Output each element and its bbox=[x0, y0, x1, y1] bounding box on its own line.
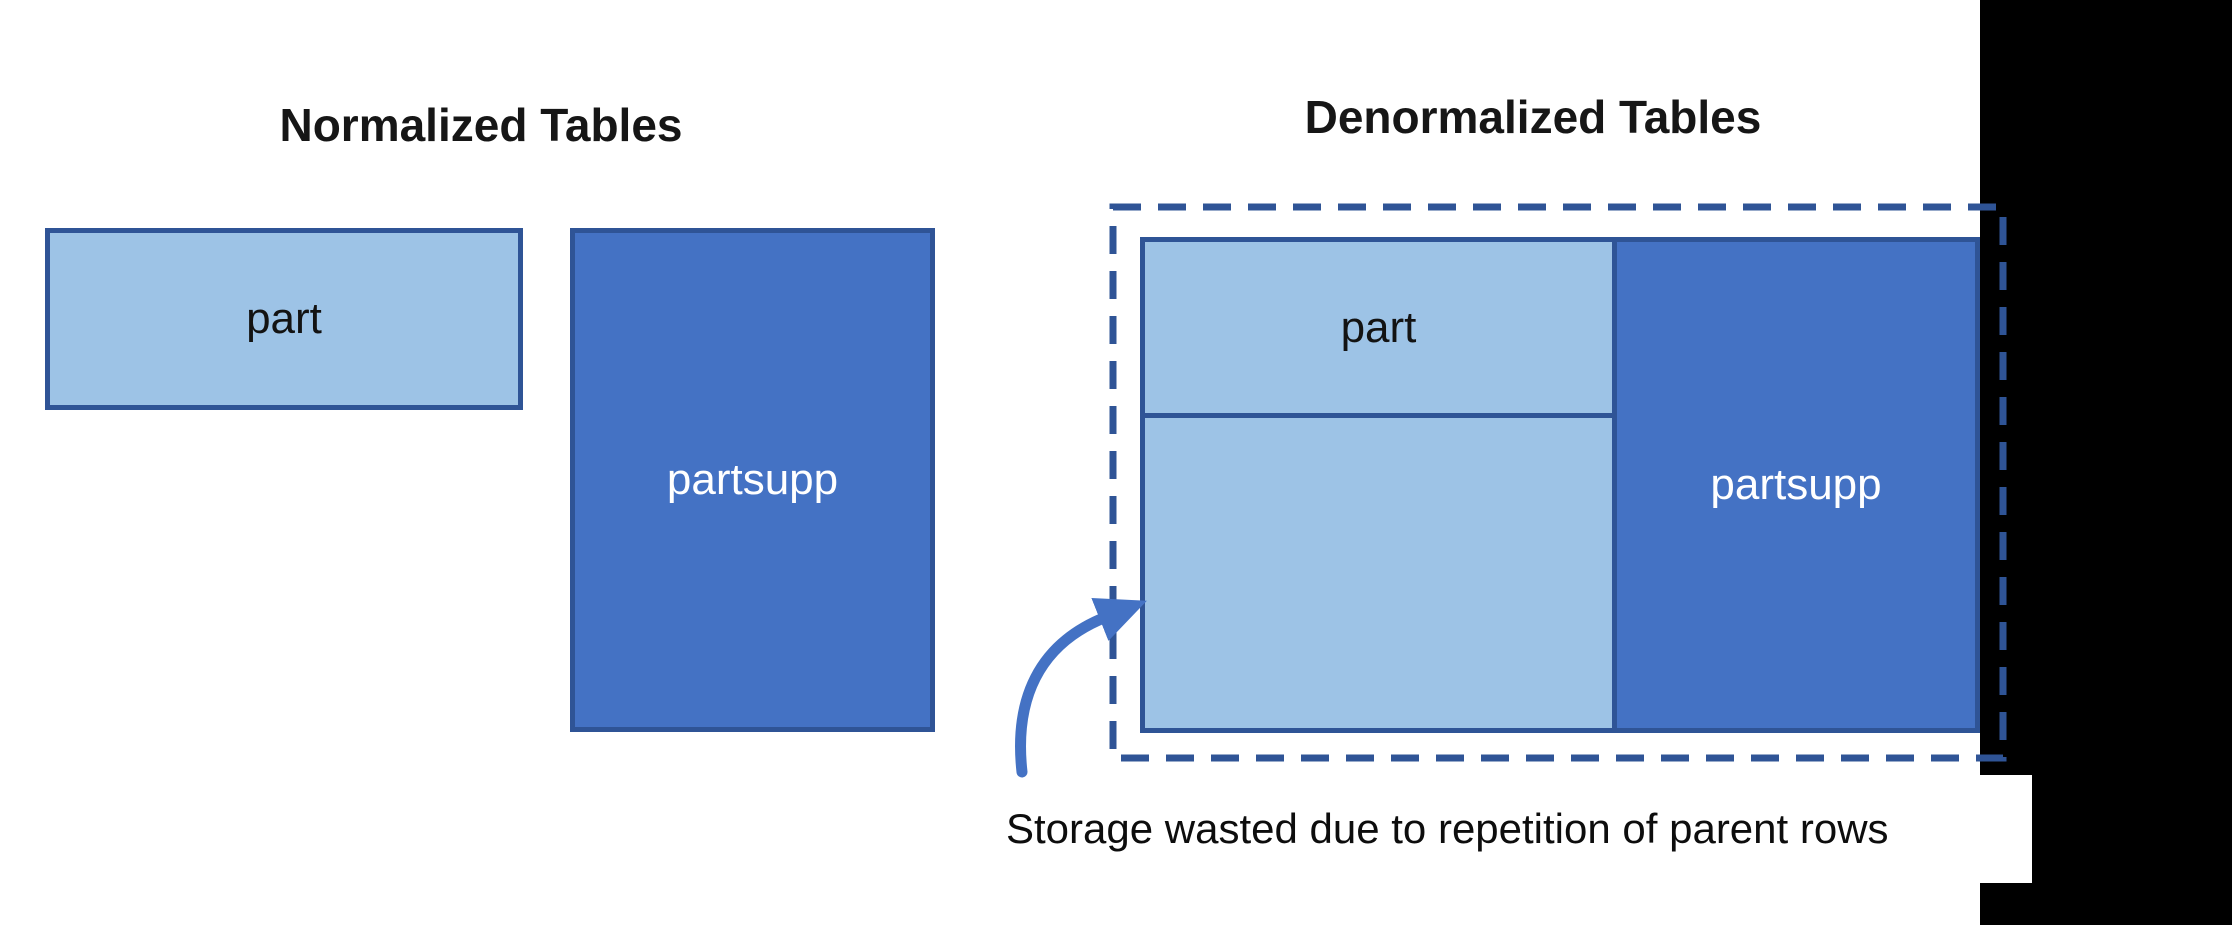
denormalized-part-cell: part bbox=[1145, 242, 1612, 418]
normalized-part-box: part bbox=[45, 228, 523, 410]
denormalized-wasted-storage-cell bbox=[1145, 418, 1612, 728]
wasted-storage-arrow bbox=[1015, 597, 1147, 778]
normalized-tables-title: Normalized Tables bbox=[279, 99, 683, 151]
denormalized-partsupp-label: partsupp bbox=[1710, 460, 1882, 509]
denormalized-part-label: part bbox=[1340, 302, 1417, 352]
denormalized-left-column: part bbox=[1145, 242, 1617, 728]
normalized-partsupp-label: partsupp bbox=[666, 455, 839, 504]
black-sidebar-region bbox=[1980, 0, 2232, 925]
annotation-text: Storage wasted due to repetition of pare… bbox=[1006, 805, 1889, 852]
annotation-callout: Storage wasted due to repetition of pare… bbox=[998, 775, 2032, 883]
normalized-part-label: part bbox=[246, 294, 322, 343]
denormalized-partsupp-cell: partsupp bbox=[1617, 242, 1975, 728]
denormalized-table-group: part partsupp bbox=[1140, 237, 1980, 733]
normalized-partsupp-box: partsupp bbox=[570, 228, 935, 732]
denormalized-tables-title: Denormalized Tables bbox=[1304, 91, 1762, 143]
